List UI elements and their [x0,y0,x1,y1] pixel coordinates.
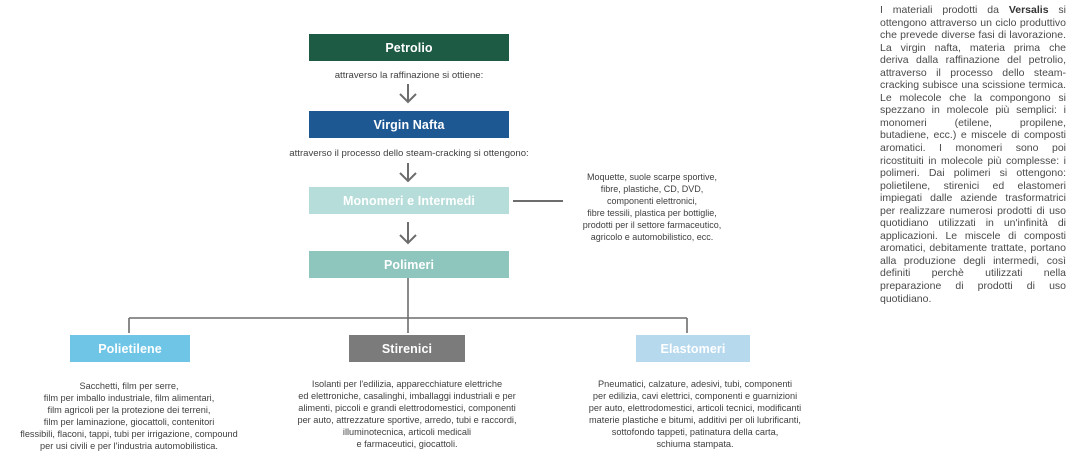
description-line: e farmaceutici, giocattoli. [356,439,458,449]
description-line: film per imballo industriale, film alime… [43,393,215,403]
node-polietilene-label: Polietilene [98,341,162,356]
branch-polimeri-to-families [128,278,688,333]
description-line: film agricoli per la protezione dei terr… [47,405,211,415]
description-line: prodotti per il settore farmaceutico, [582,220,722,230]
description-line: fibre tessili, plastica per bottiglie, [587,208,717,218]
description-polietilene: Sacchetti, film per serre, film per imba… [17,380,241,452]
description-elastomeri: Pneumatici, calzature, adesivi, tubi, co… [570,378,820,450]
description-line: alimenti, piccoli e grandi elettrodomest… [298,403,516,413]
description-line: per auto, elettrodomestici, articoli tec… [588,403,802,413]
node-monomeri-label: Monomeri e Intermedi [343,193,475,208]
caption-raffinazione: attraverso la raffinazione si ottiene: [334,70,484,81]
description-line: agricolo e automobilistico, ecc. [590,232,714,242]
description-line: Moquette, suole scarpe sportive, [586,172,718,182]
caption-steam-cracking: attraverso il processo dello steam-crack… [289,148,529,159]
description-line: per edilizia, cavi elettrici, componenti… [592,391,798,401]
side-text: I materiali prodotti da Versalis si otte… [880,4,1066,305]
node-petrolio: Petrolio [309,34,509,61]
node-elastomeri: Elastomeri [636,335,750,362]
node-elastomeri-label: Elastomeri [660,341,726,356]
node-polimeri: Polimeri [309,251,509,278]
description-line: film per laminazione, giocattoli, conten… [43,417,215,427]
node-stirenici: Stirenici [349,335,465,362]
side-text-brand: Versalis [1008,4,1049,16]
description-line: flessibili, flaconi, tappi, tubi per irr… [20,429,238,439]
description-line: per auto, attrezzature sportive, arredo,… [297,415,517,425]
node-polietilene: Polietilene [70,335,190,362]
description-line: sottofondo tappeti, patinatura della car… [611,427,779,437]
description-line: schiuma stampata. [656,439,734,449]
description-line: ed elettroniche, casalinghi, imballaggi … [298,391,516,401]
node-virgin-nafta: Virgin Nafta [309,111,509,138]
node-virgin-nafta-label: Virgin Nafta [373,117,445,132]
arrow-monomeri-to-polimeri [399,222,417,245]
node-petrolio-label: Petrolio [385,40,433,55]
description-monomeri: Moquette, suole scarpe sportive, fibre, … [558,171,746,243]
side-text-intro: I materiali prodotti da [880,4,999,16]
node-monomeri: Monomeri e Intermedi [309,187,509,214]
side-text-body: si ottengono attraverso un ciclo produtt… [880,4,1067,305]
description-line: per usi civili e per l'industria automob… [40,441,218,451]
node-polimeri-label: Polimeri [383,257,435,272]
description-stirenici: Isolanti per l'edilizia, apparecchiature… [283,378,531,450]
description-line: Pneumatici, calzature, adesivi, tubi, co… [597,379,793,389]
description-line: Sacchetti, film per serre, [79,381,179,391]
description-line: Isolanti per l'edilizia, apparecchiature… [311,379,503,389]
description-line: materie plastiche e bitumi, additivi per… [589,415,801,425]
arrow-petrolio-to-nafta [399,84,417,104]
arrow-nafta-to-monomeri [399,163,417,183]
description-line: componenti elettronici, [606,196,698,206]
description-line: illuminotecnica, articoli medicali [342,427,472,437]
description-line: fibre, plastiche, CD, DVD, [600,184,704,194]
node-stirenici-label: Stirenici [381,341,433,356]
